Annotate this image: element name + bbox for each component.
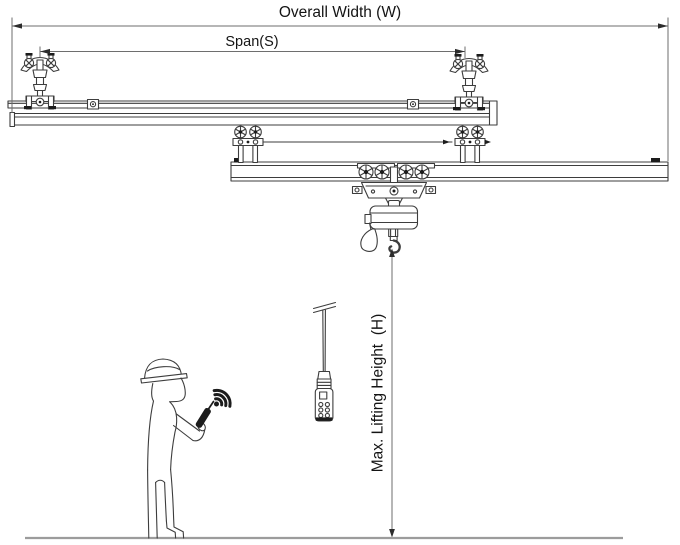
- hoist-trolley: [351, 162, 437, 207]
- remote-antenna: [207, 400, 215, 410]
- span-label: Span(S): [225, 34, 278, 50]
- pendant-button: [324, 412, 331, 419]
- runway-rail-upper: [7, 100, 493, 109]
- overall-width-dimension: Overall Width (W): [11, 4, 669, 161]
- max-lifting-height-label: Max. Lifting Height (H): [370, 314, 387, 473]
- pendant-cable: [322, 309, 324, 373]
- dimension-arrow-left: [40, 48, 50, 55]
- hook-icon: [388, 235, 401, 254]
- lifting-height-dimension: Max. Lifting Height (H): [370, 248, 395, 538]
- dimension-arrow-right: [455, 48, 465, 55]
- rail-clamp-left: [86, 98, 100, 110]
- runway-rail-lower: [9, 100, 498, 128]
- dimension-arrow-left: [12, 23, 22, 29]
- wifi-icon: [212, 388, 232, 408]
- overall-width-label: Overall Width (W): [279, 4, 401, 21]
- bridge-end-stop-right: [651, 158, 660, 163]
- worker-figure: [140, 358, 206, 539]
- suspension-trolley-left: [233, 126, 263, 162]
- pendant-button: [318, 412, 324, 419]
- ceiling-hanger-right: [449, 53, 489, 111]
- cable-break-marks: [312, 301, 337, 314]
- trolley-tie-rod: [262, 139, 491, 145]
- hard-hat-brim: [140, 373, 188, 384]
- hard-hat-icon: [143, 358, 183, 380]
- dimension-arrow-right: [658, 23, 668, 29]
- remote-control: [195, 400, 215, 428]
- rail-clamp-right: [406, 98, 420, 110]
- pendant-button: [318, 407, 324, 413]
- worker-face: [168, 377, 186, 403]
- suspension-trolley-right: [455, 126, 485, 162]
- pendant-button: [324, 407, 331, 413]
- pendant-button: [324, 401, 331, 408]
- dimension-arrow-up: [389, 248, 395, 257]
- pendant-button: [318, 401, 324, 408]
- chain-bag: [360, 228, 378, 252]
- span-dimension: Span(S): [39, 34, 466, 58]
- pendant-control: [312, 301, 337, 422]
- chain-hoist: [360, 199, 419, 254]
- ceiling-hanger-left: [20, 52, 60, 110]
- bridge-rail: [230, 158, 669, 182]
- dimension-arrow-down: [389, 529, 395, 538]
